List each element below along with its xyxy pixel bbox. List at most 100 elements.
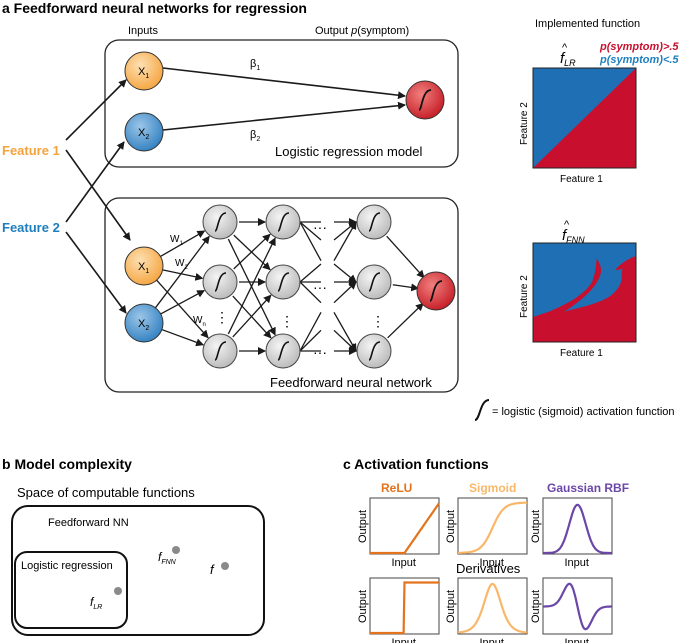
lr-output-node [405, 80, 445, 120]
sigmoid-icon [368, 212, 381, 232]
f-fnn-point [172, 546, 180, 554]
f-lr-point [114, 587, 122, 595]
f-true-point [221, 562, 229, 570]
lr-model-label: Logistic regression model [275, 144, 423, 159]
lr-plot-xlabel: Feature 1 [560, 174, 603, 185]
ffn-edge [154, 235, 210, 309]
ellipsis-v-3: ⋮ [371, 313, 385, 329]
sigmoid-icon [214, 341, 227, 361]
ffn-edge-stub [299, 263, 322, 283]
ffn-edge [156, 279, 209, 339]
w1-label: W1 [170, 234, 183, 247]
fnn-decision-plot [532, 242, 637, 343]
ffn-edge [333, 311, 357, 352]
ffn-edge [392, 283, 420, 292]
panel-c-title: c Activation functions [343, 456, 489, 472]
ffn-space-label: Feedforward NN [48, 517, 129, 529]
f-lr-title: fLR [560, 50, 576, 68]
ffn-edge [333, 263, 357, 283]
ffn-edge [386, 235, 425, 279]
sigmoid-icon [277, 341, 290, 361]
activation-curve [370, 581, 439, 635]
activation-curve [457, 582, 528, 634]
ffn-edge [162, 269, 204, 281]
ffn-edge [387, 302, 424, 339]
f-fnn-title: fFNN [562, 227, 585, 245]
space-label: Space of computable functions [17, 485, 195, 500]
ffn-connections [154, 218, 425, 355]
ffn-edge-stub [299, 281, 322, 304]
ffn-edge [333, 221, 357, 241]
hidden-node [265, 264, 301, 300]
ffn-input-x2-node [124, 303, 164, 343]
input-axis-label: Input [565, 557, 589, 569]
derivatives-title: Derivatives [456, 561, 521, 576]
lr-plot-ylabel: Feature 2 [519, 102, 530, 145]
output-axis-label: Output [530, 510, 542, 543]
ffn-edge [232, 294, 272, 338]
activation-curve [543, 582, 612, 631]
lr-space-label: Logistic regression [21, 560, 113, 572]
hidden-node [202, 333, 238, 369]
ffn-edge-stub [299, 311, 322, 352]
panel-b-title: b Model complexity [2, 456, 132, 472]
activation-plot-frame [457, 577, 528, 635]
fnn-plot-ylabel: Feature 2 [519, 275, 530, 318]
ffn-x1-label: X1 [138, 261, 149, 275]
ffn-output-node [416, 271, 456, 311]
wn-label: Wn [193, 315, 206, 328]
sigmoid-title: Sigmoid [469, 481, 516, 495]
w2-label: W2 [175, 258, 188, 271]
feature-arrows [65, 79, 131, 314]
ffn-edge-stub [299, 221, 322, 262]
input-axis-label: Input [480, 637, 504, 643]
f-fnn-point-label: fFNN [158, 550, 177, 566]
f-fnn-hat: ^ [564, 219, 570, 231]
ffn-edge-stub [299, 329, 322, 352]
lr-x2-label: X2 [138, 127, 149, 141]
output-axis-label: Output [357, 590, 369, 623]
input-axis-label: Input [565, 637, 589, 643]
sigmoid-icon [418, 89, 432, 111]
ffn-box [104, 197, 459, 393]
sigmoid-legend-icon [474, 399, 490, 421]
hidden-node [265, 333, 301, 369]
hidden-node [356, 264, 392, 300]
feature1-label: Feature 1 [2, 143, 60, 158]
lr-decision-plot [532, 67, 637, 169]
output-label: Output p(symptom) [315, 25, 409, 37]
sigmoid-icon [368, 272, 381, 292]
activation-curve [370, 502, 440, 555]
legend-low: p(symptom)<.5 [599, 54, 679, 66]
beta2-label: β2 [250, 129, 260, 143]
ffn-hidden-nodes [202, 204, 392, 369]
activation-plots: InputOutputInputOutputInputOutputInputOu… [357, 497, 613, 643]
ffn-label: Feedforward neural network [270, 375, 432, 390]
ffn-input-x1-node [124, 246, 164, 286]
activation-plot-frame [542, 497, 613, 555]
activation-plot-frame [369, 497, 440, 555]
relu-title: ReLU [381, 481, 412, 495]
output-axis-label: Output [445, 590, 457, 623]
legend-high: p(symptom)>.5 [599, 41, 679, 53]
ffn-edge [333, 281, 357, 304]
hidden-node [202, 204, 238, 240]
space-box [11, 505, 265, 636]
ffn-x2-label: X2 [138, 318, 149, 332]
output-axis-label: Output [357, 510, 369, 543]
rbf-title: Gaussian RBF [547, 481, 629, 495]
sigmoid-icon [429, 280, 443, 302]
ellipsis-h-2: ··· [313, 279, 327, 295]
ffn-edge [160, 230, 206, 258]
lr-space-box [14, 551, 128, 629]
panel-a-title: a Feedforward neural networks for regres… [2, 0, 307, 16]
activation-curve [543, 503, 612, 555]
hidden-node [265, 204, 301, 240]
ellipsis-v-1: ⋮ [215, 309, 229, 325]
input-axis-label: Input [392, 557, 416, 569]
ffn-edge [161, 328, 205, 347]
lr-connections [162, 67, 406, 131]
ffn-edge [333, 329, 357, 352]
f-lr-point-label: fLR [90, 595, 102, 611]
